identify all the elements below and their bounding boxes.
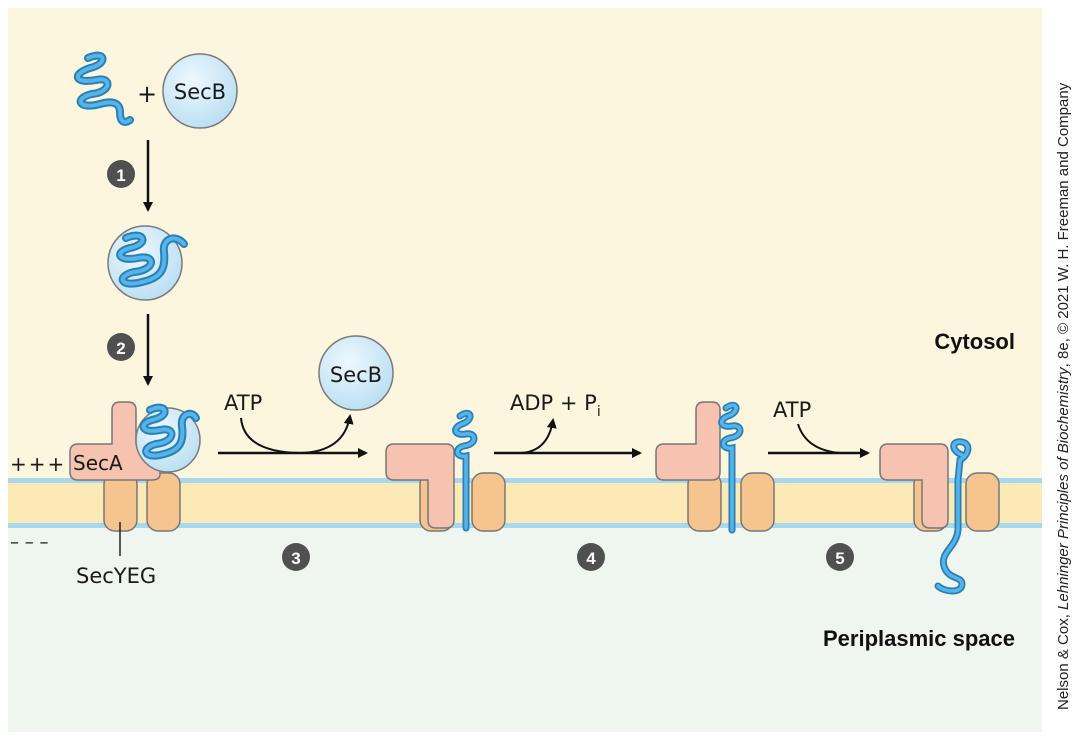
credit-book-title: Lehninger Principles of Biochemistry (1055, 367, 1072, 610)
charge-minus: – – – (10, 532, 48, 553)
translocon-stage-4 (879, 438, 1000, 595)
secb-released-label: SecB (330, 363, 382, 387)
copyright-credit: Nelson & Cox, Lehninger Principles of Bi… (1055, 83, 1072, 710)
periplasm-label: Periplasmic space (823, 626, 1015, 651)
step-2-badge: 2 (107, 333, 135, 361)
step-5-badge: 5 (826, 543, 854, 571)
plus-sign: + (137, 80, 157, 108)
seca-secb-complex: SecA (69, 401, 201, 532)
unfolded-preprotein (74, 51, 134, 126)
adp-pi-subscript: i (597, 404, 601, 420)
step-5-number: 5 (835, 549, 844, 568)
secb-bound-preprotein (107, 225, 188, 301)
cytosol-label: Cytosol (934, 329, 1015, 354)
membrane-bottom-edge (8, 523, 1042, 528)
step-2-number: 2 (116, 339, 125, 358)
step-4-number: 4 (586, 549, 596, 568)
periplasm-region (8, 526, 1042, 732)
atp-label-1: ATP (224, 391, 262, 415)
charge-plus: +++ (10, 452, 66, 476)
credit-suffix: , 8e, © 2021 W. H. Freeman and Company (1055, 82, 1072, 368)
seca-label: SecA (73, 451, 123, 475)
step-3-number: 3 (291, 549, 300, 568)
seca (69, 401, 161, 481)
secb-top-label: SecB (174, 80, 226, 104)
step-1-number: 1 (116, 166, 125, 185)
secb-released: SecB (318, 335, 394, 411)
membrane-top-edge (8, 478, 1042, 483)
step-1-badge: 1 (107, 160, 135, 188)
step-3-badge: 3 (282, 543, 310, 571)
credit-prefix: Nelson & Cox, (1055, 609, 1072, 710)
adp-pi-label: ADP + Pi (510, 391, 601, 420)
secb-top: SecB (162, 53, 238, 129)
secyeg-right (146, 472, 181, 532)
translocon-stage-2 (385, 409, 506, 532)
atp-label-2: ATP (773, 398, 811, 422)
adp-pi-main: ADP + P (510, 391, 597, 415)
secyeg-label: SecYEG (76, 564, 156, 588)
translocon-stage-3 (655, 401, 775, 534)
step-4-badge: 4 (577, 543, 605, 571)
